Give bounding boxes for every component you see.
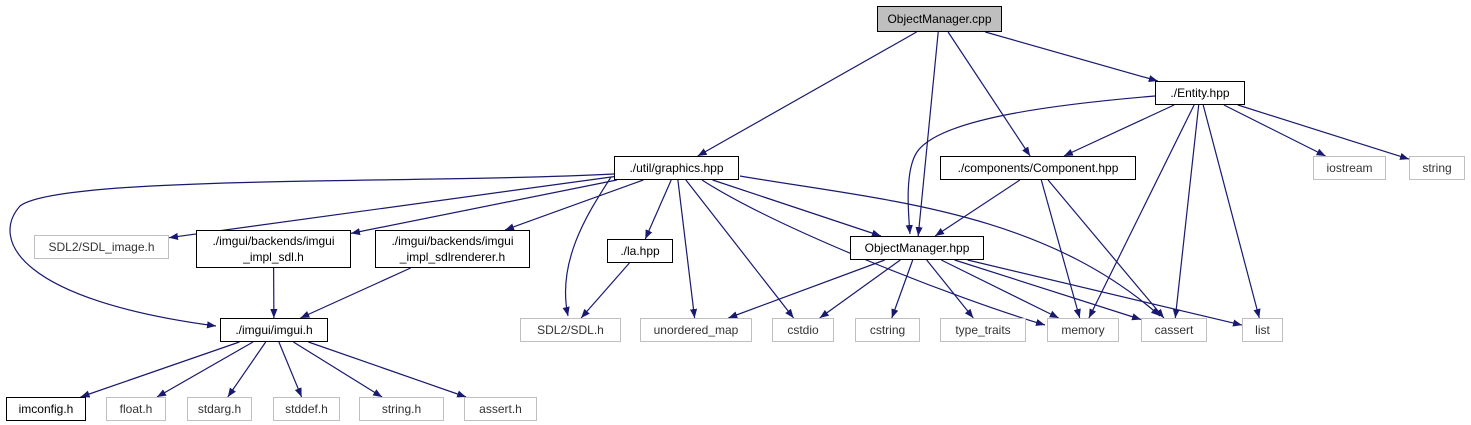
edge-imgui_h-assert_h bbox=[308, 341, 467, 398]
edge-om_hpp-type_traits bbox=[926, 259, 974, 319]
edge-graphics-om_hpp bbox=[712, 179, 882, 237]
node-unordered-map: unordered_map bbox=[640, 318, 752, 342]
edge-entity-list bbox=[1202, 104, 1261, 319]
edge-om_cpp-component bbox=[947, 31, 1031, 157]
edge-graphics-imgui_h bbox=[9, 173, 615, 329]
node-stddef-h: stddef.h bbox=[273, 397, 340, 421]
node-la-hpp[interactable]: ./la.hpp bbox=[607, 239, 673, 263]
node-util-graphics-hpp[interactable]: ./util/graphics.hpp bbox=[614, 156, 739, 180]
edge-la-sdl bbox=[580, 262, 630, 319]
edge-entity-memory bbox=[1088, 104, 1195, 319]
edge-om_hpp-cassert bbox=[954, 259, 1142, 321]
edge-entity-string bbox=[1237, 104, 1410, 160]
node-component-hpp[interactable]: ./components/Component.hpp bbox=[940, 156, 1136, 180]
edge-om_cpp-entity bbox=[985, 31, 1158, 83]
edge-om_hpp-cstring bbox=[891, 259, 914, 319]
edge-om_hpp-memory bbox=[941, 259, 1059, 319]
edge-imgui_h-string_h bbox=[293, 341, 383, 398]
node-cstdio: cstdio bbox=[772, 318, 834, 342]
node-objectmanager-hpp[interactable]: ObjectManager.hpp bbox=[850, 236, 984, 260]
node-sdl-h: SDL2/SDL.h bbox=[520, 318, 621, 342]
edge-om_hpp-cstdio bbox=[819, 259, 901, 319]
node-objectmanager-cpp: ObjectManager.cpp bbox=[877, 6, 1002, 32]
node-float-h: float.h bbox=[106, 397, 166, 421]
edge-graphics-cassert bbox=[739, 175, 1161, 317]
node-type-traits: type_traits bbox=[940, 318, 1026, 342]
edge-entity-om_hpp bbox=[905, 95, 1156, 235]
node-imgui-impl-sdl-h[interactable]: ./imgui/backends/imgui _impl_sdl.h bbox=[196, 230, 351, 268]
node-memory: memory bbox=[1047, 318, 1119, 342]
edge-imgui_h-stddef bbox=[278, 341, 303, 398]
edge-entity-iostream bbox=[1223, 104, 1326, 157]
node-imgui-h[interactable]: ./imgui/imgui.h bbox=[220, 318, 328, 342]
node-sdl-image-h: SDL2/SDL_image.h bbox=[34, 235, 169, 259]
edge-graphics-sdl bbox=[562, 176, 612, 317]
edge-entity-cassert bbox=[1172, 104, 1200, 319]
edge-om_cpp-graphics bbox=[697, 31, 917, 157]
edge-om_cpp-om_hpp bbox=[915, 31, 939, 237]
edge-graphics-memory bbox=[701, 179, 1046, 326]
edge-component-memory bbox=[1040, 179, 1081, 319]
node-string: string bbox=[1409, 156, 1465, 180]
node-entity-hpp[interactable]: ./Entity.hpp bbox=[1155, 81, 1245, 105]
node-stdarg-h: stdarg.h bbox=[187, 397, 252, 421]
node-imconfig-h[interactable]: imconfig.h bbox=[6, 397, 86, 421]
node-list: list bbox=[1242, 318, 1283, 342]
edge-entity-component bbox=[1063, 104, 1175, 157]
edge-component-om_hpp bbox=[934, 179, 1021, 237]
edge-graphics-impl_sdl bbox=[350, 179, 617, 236]
node-iostream: iostream bbox=[1313, 156, 1386, 180]
edge-imgui_h-stdarg bbox=[227, 341, 267, 398]
node-imgui-impl-sdlrenderer-h[interactable]: ./imgui/backends/imgui _impl_sdlrenderer… bbox=[375, 230, 530, 268]
node-cassert: cassert bbox=[1141, 318, 1207, 342]
edge-om_hpp-unordered_map bbox=[728, 259, 885, 319]
edge-impl_sdlr-imgui_h bbox=[300, 267, 411, 319]
edge-graphics-sdl_image bbox=[168, 176, 615, 241]
edge-component-cassert bbox=[1047, 179, 1165, 319]
edge-imgui_h-imconfig bbox=[80, 341, 240, 398]
edge-imgui_h-float_h bbox=[156, 341, 254, 398]
node-string-h: string.h bbox=[359, 397, 444, 421]
edge-graphics-cstdio bbox=[685, 179, 795, 319]
edge-graphics-la bbox=[644, 179, 672, 240]
edge-om_hpp-list bbox=[967, 259, 1243, 327]
edge-graphics-impl_sdlr bbox=[504, 179, 644, 231]
edge-graphics-unordered_map bbox=[677, 179, 698, 319]
node-assert-h: assert.h bbox=[464, 397, 537, 421]
node-cstring: cstring bbox=[855, 318, 920, 342]
